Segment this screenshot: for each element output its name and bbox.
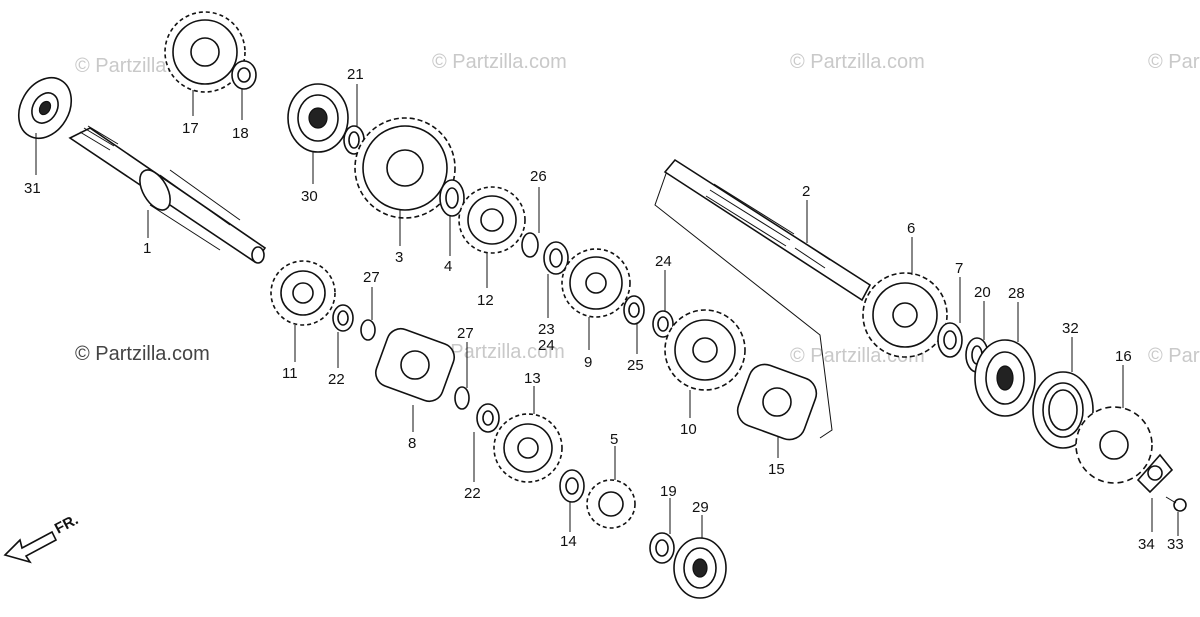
part-13-gear [493,413,563,483]
watermark: © Partzilla.com [1148,51,1200,73]
callout-32: 32 [1062,320,1079,337]
part-9-gear [561,248,631,318]
watermark: © Partzilla.com [432,51,567,73]
part-10-gear [664,309,746,391]
part-18-bushing [231,60,257,90]
callout-1: 1 [143,240,151,257]
part-27-circlip-lower [454,386,470,410]
watermarks: © Partzilla.com © Partzilla.com © Partzi… [75,51,1200,367]
callout-27-lower: 27 [457,325,474,342]
leader-lines [35,84,1179,538]
callout-11: 11 [282,365,298,382]
watermark: © Partzilla.com [1148,345,1200,367]
callout-24-left: 24 [538,337,555,354]
callout-33: 33 [1167,536,1184,553]
part-6-gear [862,272,948,358]
part-16-sprocket [1075,406,1153,484]
callout-7: 7 [955,260,963,277]
part-3-gear [354,117,456,219]
callout-18: 18 [232,125,249,142]
callout-14: 14 [560,533,577,550]
callout-31: 31 [24,180,41,197]
part-33-bolt [1165,496,1187,512]
part-32-oil-seal [1032,371,1094,449]
callout-3: 3 [395,249,403,266]
callout-24-right: 24 [655,253,672,270]
callout-25: 25 [627,357,644,374]
part-8-gear [374,327,456,403]
part-2-countershaft [663,158,872,302]
callout-34: 34 [1138,536,1155,553]
part-22-washer-lower [476,403,500,433]
part-14-bushing [559,469,585,503]
callout-20: 20 [974,284,991,301]
callout-15: 15 [768,461,785,478]
callout-2: 2 [802,183,810,200]
callout-4: 4 [444,258,452,275]
part-4-bushing [439,179,465,217]
part-26-circlip [521,232,539,258]
part-28-bearing [974,339,1036,417]
callout-22-lower: 22 [464,485,481,502]
part-31-bearing [17,77,73,139]
part-15-gear [736,363,818,441]
callout-30: 30 [301,188,318,205]
callout-8: 8 [408,435,416,452]
callout-27-upper: 27 [363,269,380,286]
part-22-washer-upper [332,304,354,332]
callout-22-upper: 22 [328,371,345,388]
callout-10: 10 [680,421,697,438]
callout-13: 13 [524,370,541,387]
watermark-primary: © Partzilla.com [75,343,210,365]
front-direction-arrow: FR. [3,511,81,564]
part-34-plate [1136,453,1174,494]
part-5-gear [586,479,636,529]
callout-29: 29 [692,499,709,516]
part-19-washer [649,532,675,564]
callout-5: 5 [610,431,618,448]
part-17-gear [164,11,246,93]
part-25-washer [623,295,645,325]
part-24-washer [652,310,674,338]
assembly-bracket [654,167,833,439]
callout-6: 6 [907,220,915,237]
callout-23: 23 [538,321,555,338]
part-11-gear [270,260,336,326]
front-indicator-label: FR. [52,511,81,537]
callout-17: 17 [182,120,199,137]
part-29-bearing [673,537,727,599]
callout-21: 21 [347,66,364,83]
callout-16: 16 [1115,348,1132,365]
part-7-washer [937,322,963,358]
callout-19: 19 [660,483,677,500]
part-27-circlip-upper [360,319,376,341]
callout-9: 9 [584,354,592,371]
part-23-washer [543,241,569,275]
watermark: © Partzilla.com [430,341,565,363]
callout-12: 12 [477,292,494,309]
watermark: © Partzilla.com [790,51,925,73]
callout-26: 26 [530,168,547,185]
callout-28: 28 [1008,285,1025,302]
callout-numbers: 31 1 17 18 30 21 3 4 12 26 23 24 9 11 22… [24,66,1184,553]
part-30-bearing [287,83,349,153]
part-1-mainshaft [68,125,267,264]
part-12-gear [458,186,526,254]
